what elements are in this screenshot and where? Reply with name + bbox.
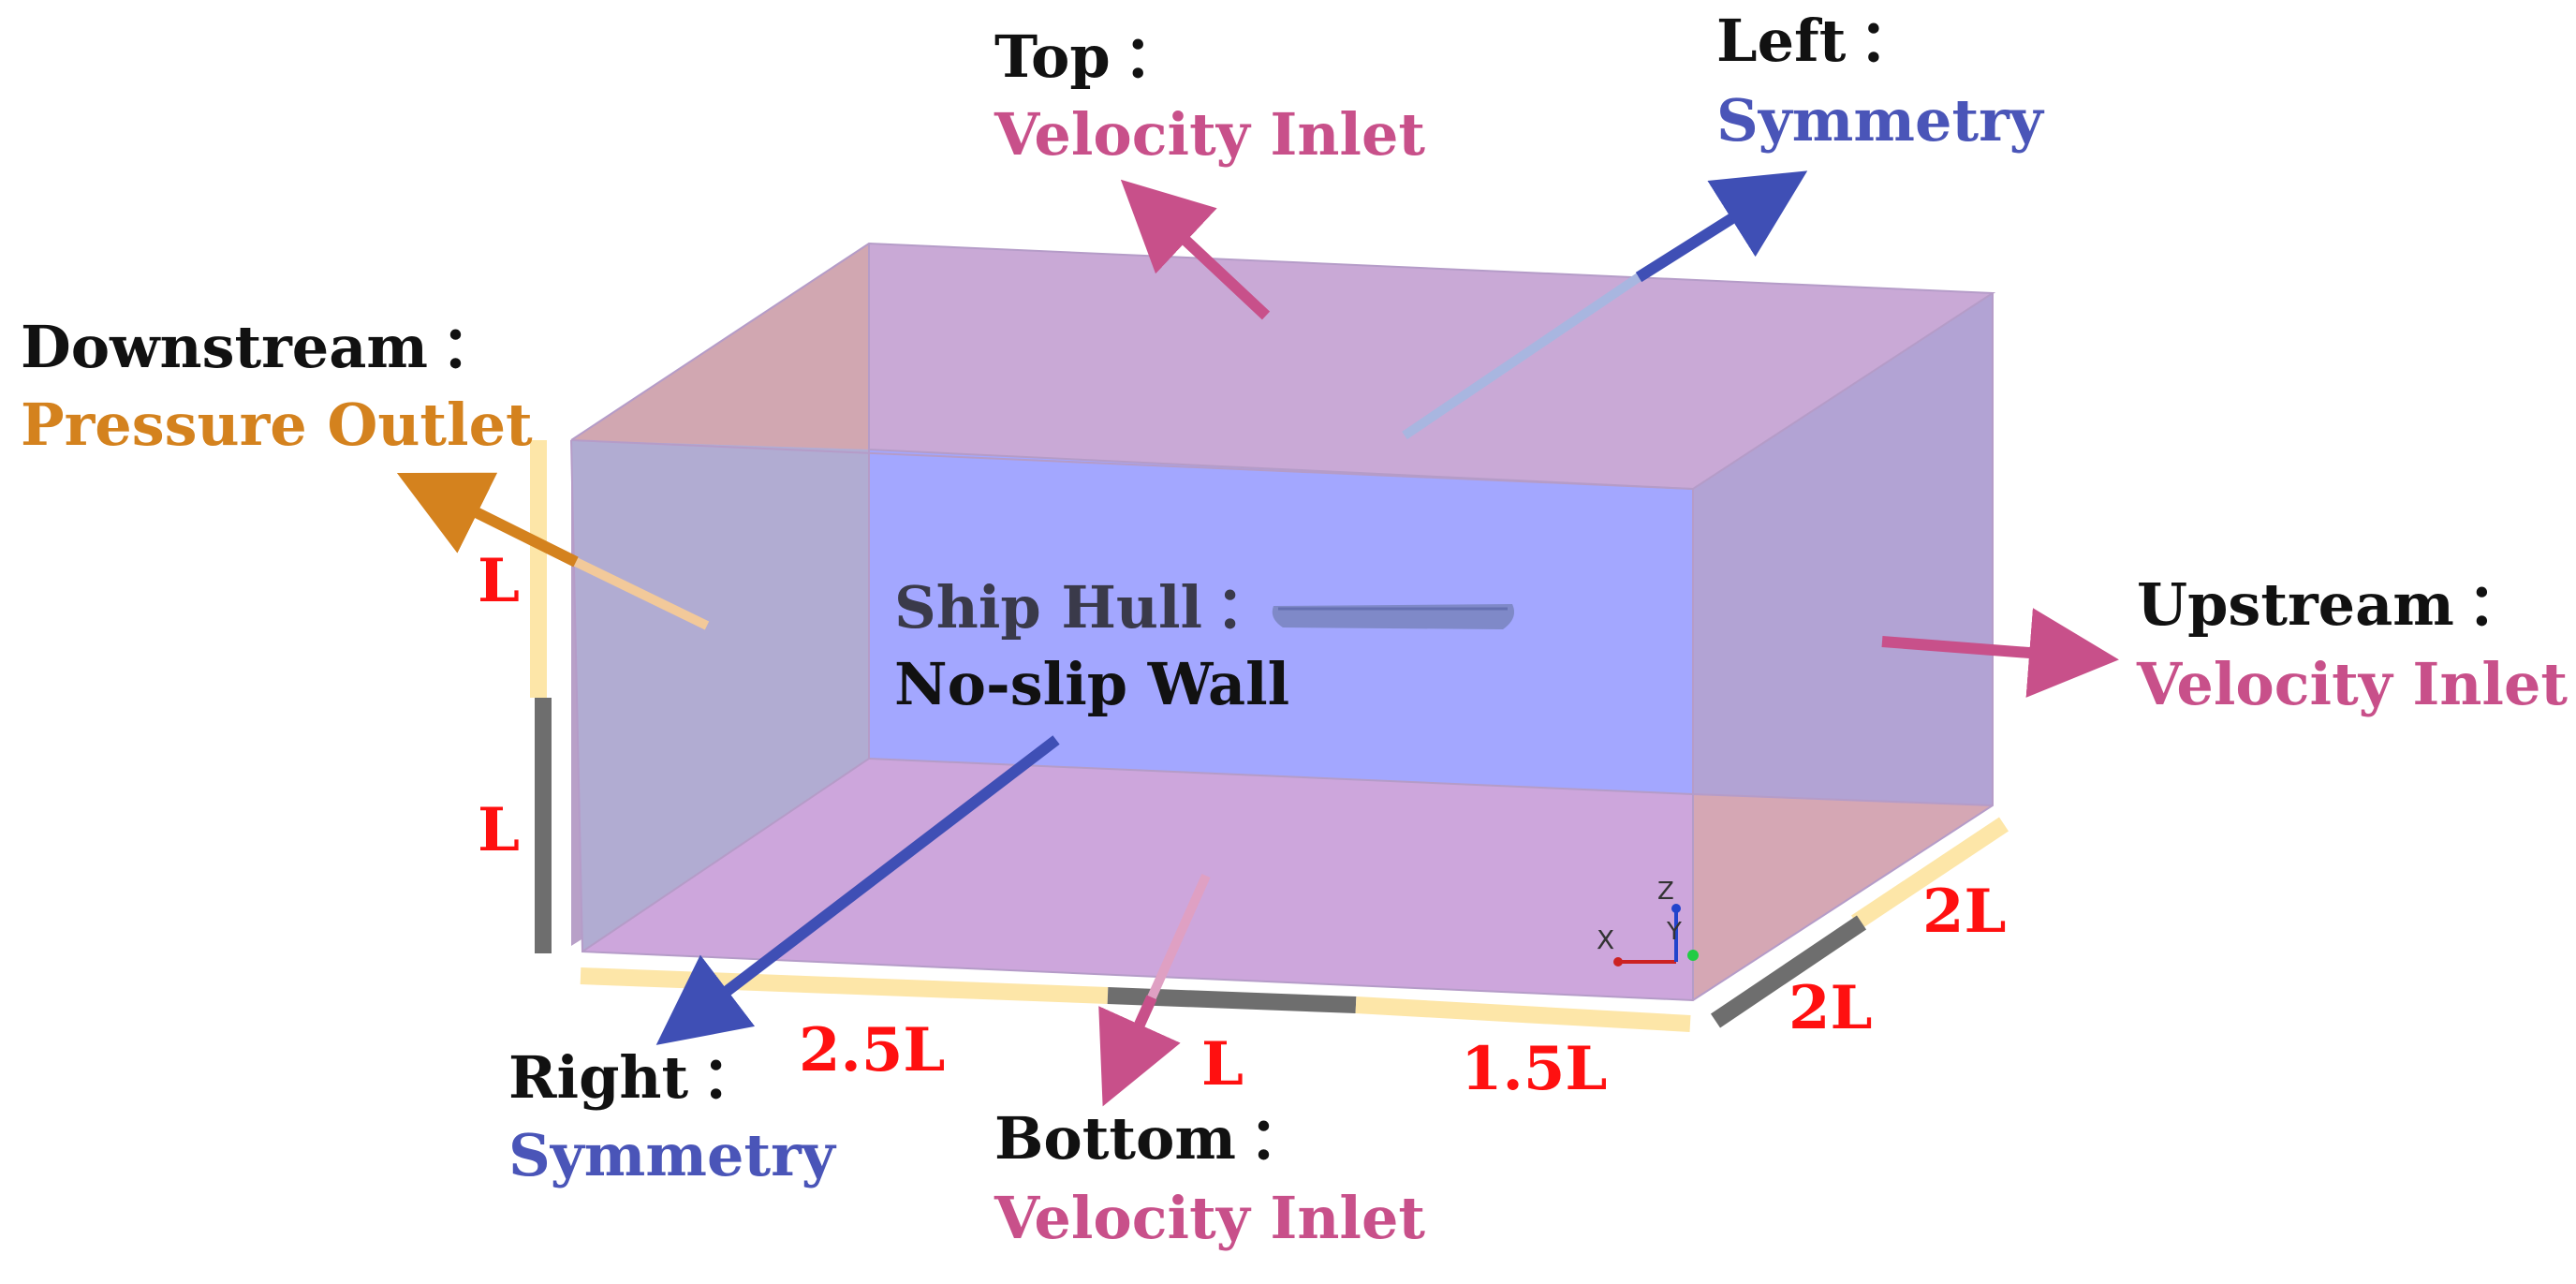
upstream-arrow — [1881, 608, 2119, 698]
label-bottom: Bottom： Velocity Inlet — [994, 1104, 1425, 1252]
label-ship-hull: Ship Hull： No-slip Wall — [894, 573, 1289, 718]
upstream-title: Upstream — [2137, 570, 2454, 639]
dim-width-back: 2L — [1922, 877, 2007, 947]
label-top: Top： Velocity Inlet — [994, 22, 1425, 169]
width-bar-front — [1710, 915, 1867, 1028]
length-bar-upstream — [1355, 996, 1691, 1032]
ship-hull-type: No-slip Wall — [894, 650, 1289, 718]
dim-height-lower: L — [478, 795, 520, 865]
bottom-title: Bottom — [994, 1104, 1236, 1173]
svg-text:Ship Hull：: Ship Hull： — [894, 573, 1273, 642]
left-type: Symmetry — [1716, 86, 2045, 155]
label-downstream: Downstream： Pressure Outlet — [21, 313, 533, 459]
left-arrow-inner — [1402, 273, 1641, 440]
dim-length-ship: L — [1201, 1029, 1244, 1100]
axis-x-label: X — [1597, 924, 1614, 955]
axis-triad: Z Y X — [1597, 878, 1699, 967]
top-face — [571, 244, 1993, 489]
top-face-left-tint — [571, 244, 869, 450]
downstream-arrow-inner — [573, 557, 710, 630]
arrows — [396, 170, 2119, 1107]
svg-text:Downstream：: Downstream： — [21, 313, 499, 381]
downstream-arrow — [396, 472, 579, 568]
svg-text:Bottom：: Bottom： — [994, 1104, 1307, 1173]
label-left: Left： Symmetry — [1716, 7, 2045, 155]
bottom-type: Velocity Inlet — [994, 1184, 1425, 1252]
label-upstream: Upstream： Velocity Inlet — [2136, 570, 2568, 718]
right-title: Right — [508, 1043, 689, 1112]
svg-text:Top：: Top： — [994, 22, 1182, 91]
dim-width-front: 2L — [1788, 973, 1873, 1043]
top-type: Velocity Inlet — [994, 100, 1425, 169]
right-type: Symmetry — [508, 1121, 837, 1189]
svg-text:Right：: Right： — [508, 1043, 759, 1112]
width-bar-back — [1851, 817, 2009, 930]
ship-hull — [1272, 604, 1515, 629]
left-arrow — [1635, 170, 1808, 283]
bottom-face — [582, 759, 1693, 1000]
bottom-arrow — [1098, 995, 1181, 1107]
label-right: Right： Symmetry — [508, 1043, 837, 1189]
downstream-face — [571, 440, 869, 952]
bottom-arrow-inner — [1147, 873, 1211, 1000]
top-arrow — [1120, 179, 1271, 320]
top-title: Top — [994, 22, 1111, 91]
dim-length-downstream: 2.5L — [799, 1015, 945, 1085]
dim-length-upstream: 1.5L — [1461, 1034, 1607, 1104]
svg-text:Left：: Left： — [1716, 7, 1917, 75]
svg-text:Upstream：: Upstream： — [2137, 570, 2525, 639]
upstream-type: Velocity Inlet — [2136, 650, 2568, 718]
domain-box — [570, 242, 1996, 1002]
dim-height-upper: L — [478, 546, 520, 616]
length-bar-downstream — [580, 967, 1109, 1004]
ship-hull-title: Ship Hull — [894, 573, 1202, 642]
dimension-labels: L L 2.5L L 1.5L 2L 2L — [478, 546, 2007, 1104]
axis-y-label: Y — [1666, 918, 1682, 946]
right-arrow — [655, 735, 1060, 1045]
axis-z-label: Z — [1657, 878, 1674, 906]
upstream-face-lower-tint — [1693, 794, 1993, 1000]
left-title: Left — [1716, 7, 1847, 75]
downstream-type: Pressure Outlet — [21, 391, 533, 459]
downstream-title: Downstream — [21, 313, 428, 381]
